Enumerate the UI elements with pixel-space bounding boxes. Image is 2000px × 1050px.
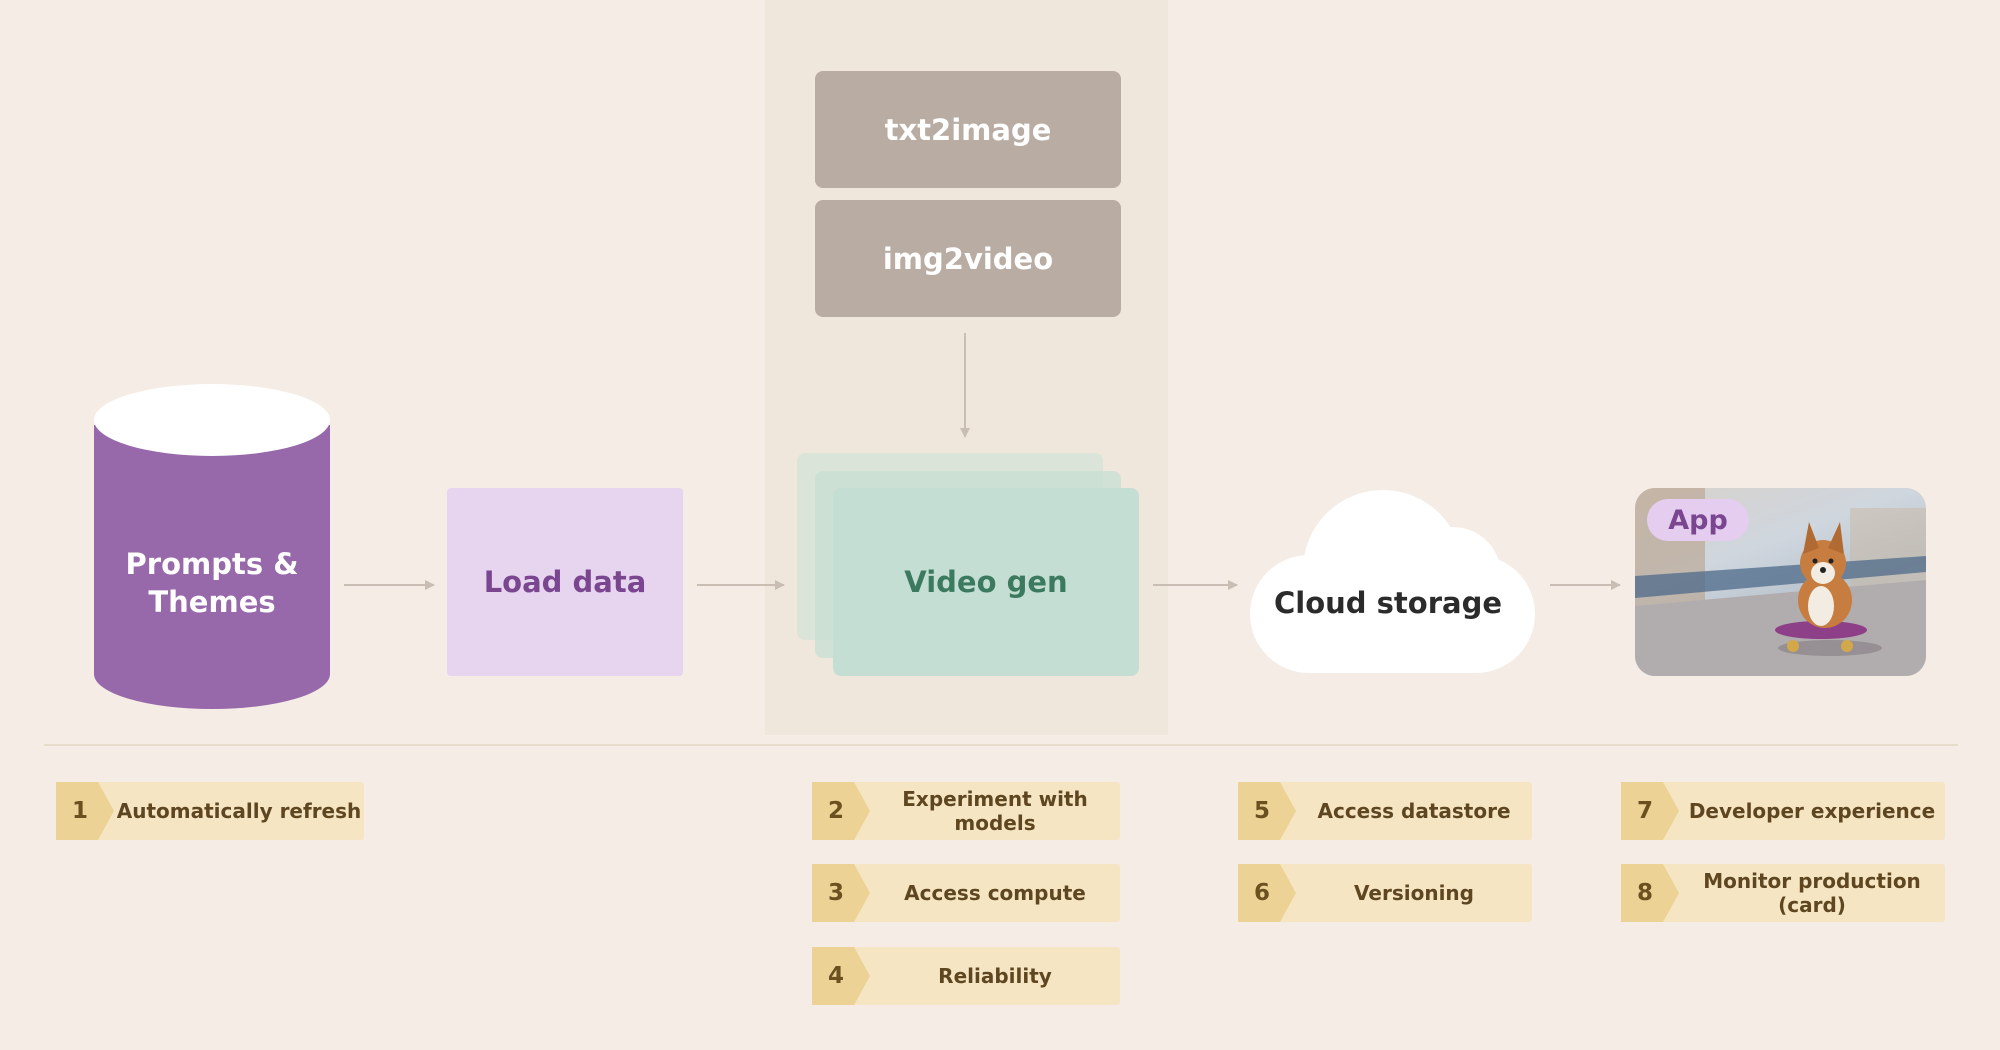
tag-label: Reliability — [938, 964, 1052, 988]
tag-number: 6 — [1238, 864, 1296, 922]
tag-label: Experiment with models — [902, 787, 1088, 835]
tag-number: 8 — [1621, 864, 1679, 922]
cloud-storage-label: Cloud storage — [1274, 585, 1502, 620]
tag-label: Access datastore — [1317, 799, 1511, 823]
model-txt2image: txt2image — [815, 71, 1121, 188]
capability-tag: 7 Developer experience — [1621, 782, 1945, 840]
datastore-label: Prompts & Themes — [125, 547, 299, 619]
tag-number: 4 — [812, 947, 870, 1005]
capability-tag: 4 Reliability — [812, 947, 1120, 1005]
tag-number: 3 — [812, 864, 870, 922]
cloud-icon — [1250, 490, 1535, 673]
database-top — [94, 384, 330, 456]
capability-tag: 2 Experiment with models — [812, 782, 1120, 840]
tag-number: 2 — [812, 782, 870, 840]
app-label: App — [1647, 499, 1749, 541]
tag-label: Access compute — [904, 881, 1086, 905]
capability-tag: 1 Automatically refresh — [56, 782, 364, 840]
capability-tag: 3 Access compute — [812, 864, 1120, 922]
tag-number: 5 — [1238, 782, 1296, 840]
capability-tag: 6 Versioning — [1238, 864, 1532, 922]
tag-label: Monitor production (card) — [1703, 869, 1921, 917]
capability-tag: 8 Monitor production (card) — [1621, 864, 1945, 922]
capability-tag: 5 Access datastore — [1238, 782, 1532, 840]
model-img2video: img2video — [815, 200, 1121, 317]
tag-number: 1 — [56, 782, 114, 840]
tag-label: Automatically refresh — [116, 799, 362, 823]
tag-label: Versioning — [1354, 881, 1474, 905]
tag-label: Developer experience — [1688, 799, 1936, 823]
section-divider — [44, 744, 1958, 746]
app-preview-image — [1635, 488, 1926, 676]
corgi-skateboard-image — [1635, 488, 1926, 676]
load-data-step: Load data — [447, 488, 683, 676]
video-gen-step: Video gen — [833, 488, 1139, 676]
database-icon: Prompts & Themes — [94, 425, 330, 709]
tag-number: 7 — [1621, 782, 1679, 840]
